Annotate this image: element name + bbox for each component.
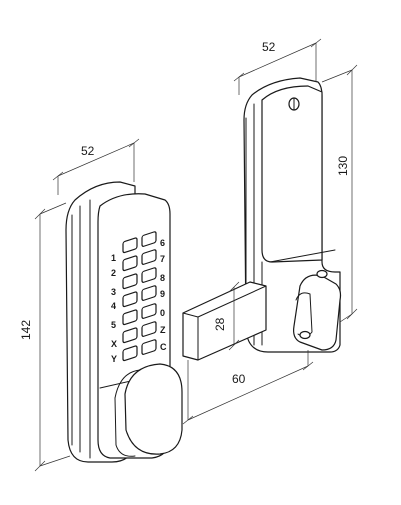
- key-label-z: Z: [160, 325, 166, 335]
- key-label-5: 5: [111, 320, 116, 330]
- outer-keypad-unit: 1 2 3 4 5 X Y 6 7 8 9 0 Z C: [65, 181, 183, 463]
- key-label-4: 4: [111, 301, 116, 311]
- key-label-x: X: [111, 339, 117, 349]
- dim-label-inner-height: 130: [336, 156, 350, 176]
- key-label-3: 3: [111, 287, 116, 297]
- key-label-9: 9: [160, 289, 165, 299]
- keypad: 1 2 3 4 5 X Y 6 7 8 9 0 Z C: [111, 231, 167, 364]
- key-label-6: 6: [160, 238, 165, 248]
- key-label-8: 8: [160, 273, 165, 283]
- key-label-7: 7: [160, 254, 165, 264]
- inner-plate-unit: [243, 77, 342, 353]
- dim-label-outer-width: 52: [81, 144, 95, 158]
- dim-label-bolt-throw: 60: [232, 372, 246, 386]
- bolt-block: [182, 281, 267, 361]
- dim-label-inner-width: 52: [262, 40, 276, 54]
- key-label-1: 1: [111, 253, 116, 263]
- key-label-c: C: [160, 342, 167, 352]
- dim-label-outer-height: 142: [19, 320, 33, 340]
- dim-label-bolt-height: 28: [213, 317, 227, 331]
- key-label-y: Y: [111, 354, 117, 364]
- key-label-2: 2: [111, 268, 116, 278]
- key-label-0: 0: [160, 308, 165, 318]
- dimension-lines: [34, 38, 358, 472]
